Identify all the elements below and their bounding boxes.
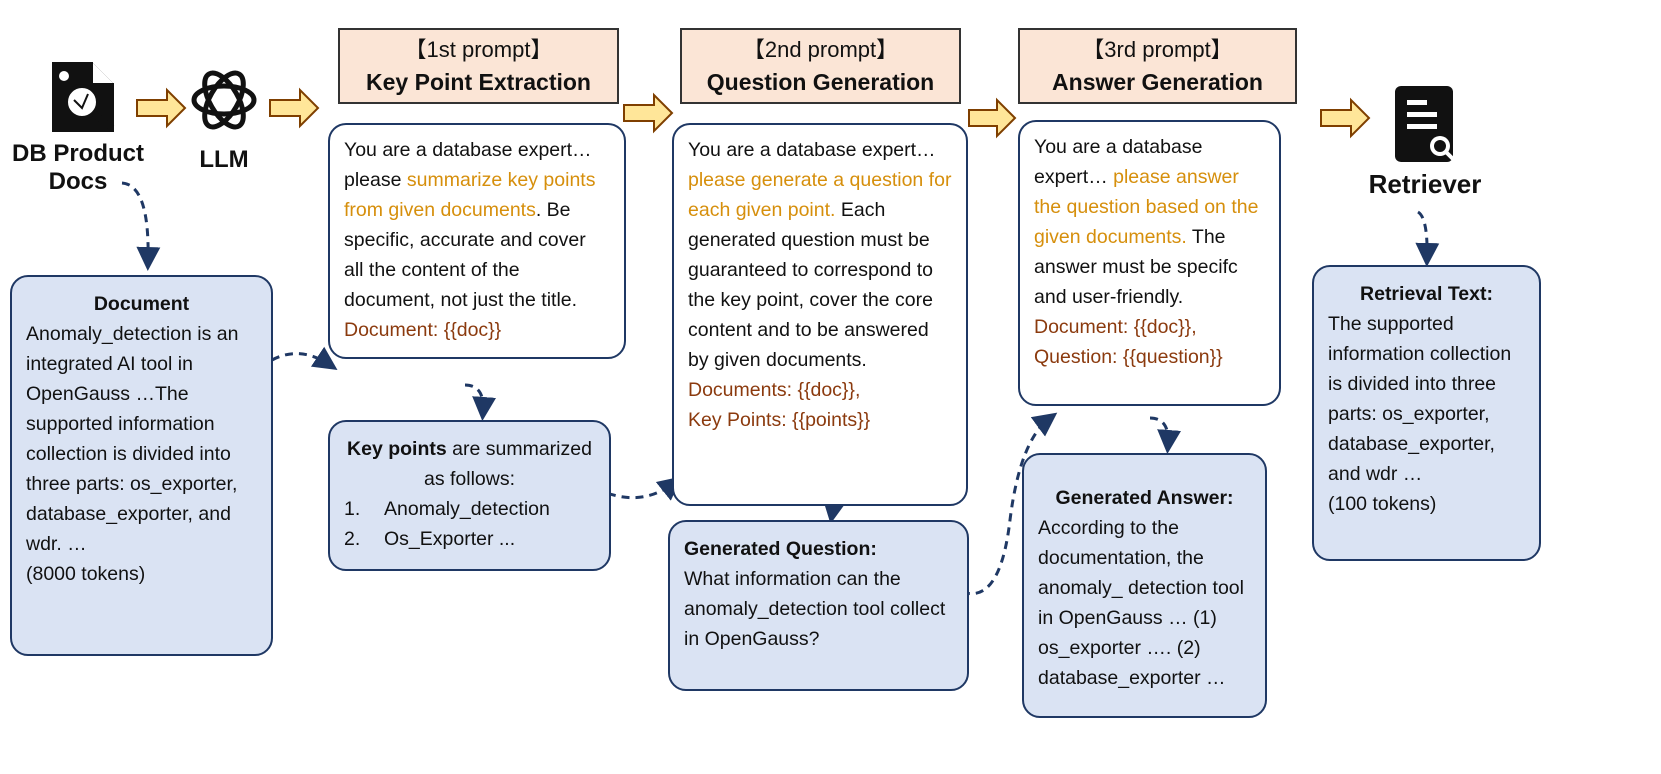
- prompt-text: Each generated question must be guarante…: [688, 199, 934, 371]
- flow-arrow-2: [269, 87, 320, 129]
- prompt-variable: Document: {{doc}},: [1034, 316, 1197, 338]
- source-label: DB Product Docs: [12, 140, 144, 195]
- openai-logo-icon: [191, 70, 257, 130]
- flow-arrow-5: [1320, 97, 1371, 139]
- llm-label: LLM: [199, 146, 249, 173]
- dashed-arrow-prompt1-to-keypoints: [464, 383, 497, 421]
- prompt-text: You are a database expert…: [1034, 136, 1203, 188]
- prompt-highlight: please generate a question for each give…: [688, 169, 952, 221]
- dashed-arrow-prompt3-to-answer: [1149, 416, 1182, 454]
- document-title: Document: [93, 293, 190, 315]
- prompt-variable: Document: {{doc}}: [344, 319, 502, 341]
- generated-question-text: What information can the anomaly_detecti…: [684, 568, 946, 650]
- retrieval-title: Retrieval Text:: [1360, 283, 1493, 305]
- prompt-tag: 【1st prompt】: [404, 37, 553, 62]
- retriever-document-search-icon: [1395, 86, 1458, 164]
- generated-question-title: Generated Question:: [684, 538, 877, 560]
- key-points-text: are summarized as follows:: [423, 438, 592, 490]
- prompt-highlight: please answer the question based on the …: [1034, 166, 1259, 248]
- retrieval-text: The supported information collection is …: [1328, 313, 1512, 485]
- generated-question-box: Generated Question: What information can…: [668, 520, 969, 691]
- dashed-arrow-question-to-prompt3: [961, 412, 1058, 596]
- dashed-arrow-document-to-prompt1: [271, 346, 338, 370]
- prompt-title: Key Point Extraction: [366, 69, 591, 95]
- dashed-arrow-retriever-to-retrieval: [1415, 210, 1440, 267]
- prompt-title: Question Generation: [706, 69, 935, 95]
- prompt-text: You are a database expert… please: [344, 139, 592, 191]
- dashed-arrow-docs-to-document: [121, 181, 161, 271]
- prompt-1-header: 【1st prompt】 Key Point Extraction: [338, 28, 619, 104]
- prompt-text: The answer must be specifc and user-frie…: [1034, 226, 1238, 308]
- prompt-variable: Documents: {{doc}},: [688, 379, 861, 401]
- prompt-text: . Be specific, accurate and cover all th…: [344, 199, 586, 311]
- document-search-icon: [52, 62, 115, 132]
- key-points-title: Key points: [347, 438, 447, 460]
- generated-answer-title: Generated Answer:: [1055, 487, 1234, 509]
- prompt-1-text: You are a database expert… please summar…: [328, 123, 626, 359]
- prompt-3-text: You are a database expert… please answer…: [1018, 120, 1281, 406]
- retriever-label: Retriever: [1368, 169, 1482, 199]
- prompt-highlight: summarize key points from given document…: [344, 169, 596, 221]
- prompt-2-header: 【2nd prompt】 Question Generation: [680, 28, 961, 104]
- prompt-variable: Question: {{question}}: [1034, 346, 1223, 368]
- retrieval-text-box: Retrieval Text: The supported informatio…: [1312, 265, 1541, 561]
- prompt-title: Answer Generation: [1052, 69, 1263, 95]
- prompt-tag: 【2nd prompt】: [742, 37, 899, 62]
- key-point-item: 1.Anomaly_detection: [344, 498, 550, 520]
- document-text: Anomaly_detection is an integrated AI to…: [26, 323, 239, 555]
- document-box: Document Anomaly_detection is an integra…: [10, 275, 273, 656]
- prompt-3-header: 【3rd prompt】 Answer Generation: [1018, 28, 1297, 104]
- flow-arrow-4: [968, 97, 1017, 139]
- document-tokens: (8000 tokens): [26, 563, 146, 585]
- generated-answer-text: According to the documentation, the anom…: [1038, 517, 1244, 689]
- dashed-arrow-keypoints-to-prompt2: [594, 476, 683, 501]
- flow-arrow-1: [136, 87, 187, 129]
- prompt-text: You are a database expert…: [688, 139, 936, 161]
- key-points-box: Key points are summarized as follows: 1.…: [328, 420, 611, 571]
- flow-arrow-3: [623, 92, 674, 134]
- prompt-2-text: You are a database expert… please genera…: [672, 123, 968, 506]
- retrieval-tokens: (100 tokens): [1328, 493, 1437, 515]
- generated-answer-box: Generated Answer: According to the docum…: [1022, 453, 1267, 718]
- prompt-variable: Key Points: {{points}}: [688, 409, 871, 431]
- prompt-tag: 【3rd prompt】: [1082, 37, 1233, 62]
- key-point-item: 2.Os_Exporter ...: [344, 528, 516, 550]
